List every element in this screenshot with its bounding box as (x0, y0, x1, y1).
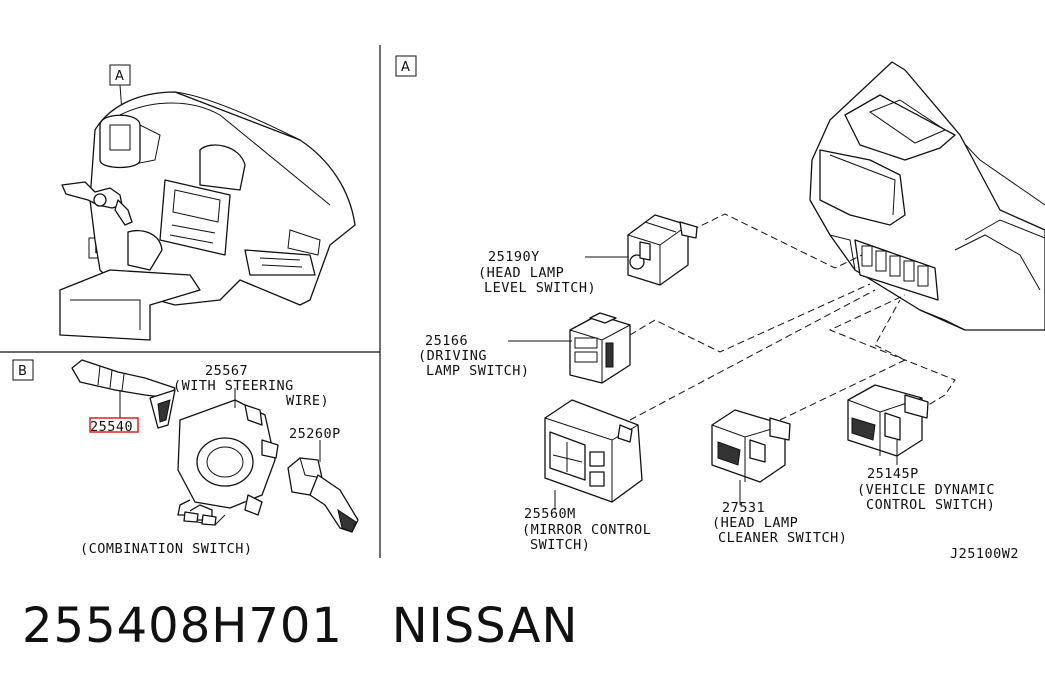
svg-text:CONTROL SWITCH): CONTROL SWITCH) (866, 497, 995, 513)
section-label-a-left: A (109, 64, 131, 86)
connection-lines (629, 213, 956, 421)
center-panel-closeup (809, 61, 1045, 331)
svg-text:WIRE): WIRE) (286, 393, 329, 409)
svg-text:25145P: 25145P (867, 466, 919, 482)
svg-text:A: A (115, 69, 124, 84)
mirror-control-switch-25560M (544, 399, 643, 503)
svg-text:LEVEL SWITCH): LEVEL SWITCH) (484, 280, 596, 296)
svg-text:27531: 27531 (722, 500, 765, 516)
svg-text:25190Y: 25190Y (488, 249, 540, 265)
combination-switch-thumbnail (61, 181, 133, 226)
svg-text:25567: 25567 (205, 363, 248, 379)
section-label-b: B (12, 359, 34, 381)
svg-text:A: A (401, 60, 410, 75)
svg-text:25166: 25166 (425, 333, 468, 349)
head-lamp-cleaner-switch-27531 (711, 409, 791, 483)
lever-25540 (71, 359, 176, 429)
head-lamp-level-switch-25190Y (627, 214, 698, 286)
highlighted-part-number: 25540 (90, 419, 133, 435)
svg-text:25260P: 25260P (289, 426, 341, 442)
svg-text:J25100W2: J25100W2 (950, 546, 1019, 562)
wiper-switch-25260P (287, 457, 359, 533)
part-labels: 25567 (WITH STEERING WIRE) 25540 25260P … (80, 249, 1019, 562)
svg-text:(MIRROR CONTROL: (MIRROR CONTROL (522, 522, 651, 538)
clock-spring-25567 (177, 399, 279, 526)
svg-text:(HEAD LAMP: (HEAD LAMP (712, 515, 798, 531)
brand-name: NISSAN (391, 598, 579, 654)
switch-slots (861, 245, 929, 287)
svg-text:(WITH STEERING: (WITH STEERING (173, 378, 294, 394)
svg-text:LAMP SWITCH): LAMP SWITCH) (426, 363, 530, 379)
section-label-a-right: A (395, 55, 417, 77)
svg-text:CLEANER SWITCH): CLEANER SWITCH) (718, 530, 847, 546)
svg-text:(DRIVING: (DRIVING (418, 348, 487, 364)
vdc-switch-25145P (847, 384, 929, 457)
part-number: 255408H701 (22, 598, 343, 654)
svg-text:(COMBINATION SWITCH): (COMBINATION SWITCH) (80, 541, 253, 557)
driving-lamp-switch-25166 (569, 312, 631, 384)
svg-text:25560M: 25560M (524, 506, 576, 522)
footer-caption: 255408H701 NISSAN (22, 598, 578, 654)
svg-text:SWITCH): SWITCH) (530, 537, 590, 553)
highlighted-part-box[interactable] (89, 417, 139, 433)
svg-text:B: B (18, 364, 27, 379)
dashboard-overview (59, 91, 356, 341)
svg-text:(VEHICLE DYNAMIC: (VEHICLE DYNAMIC (857, 482, 995, 498)
svg-text:(HEAD LAMP: (HEAD LAMP (478, 265, 564, 281)
